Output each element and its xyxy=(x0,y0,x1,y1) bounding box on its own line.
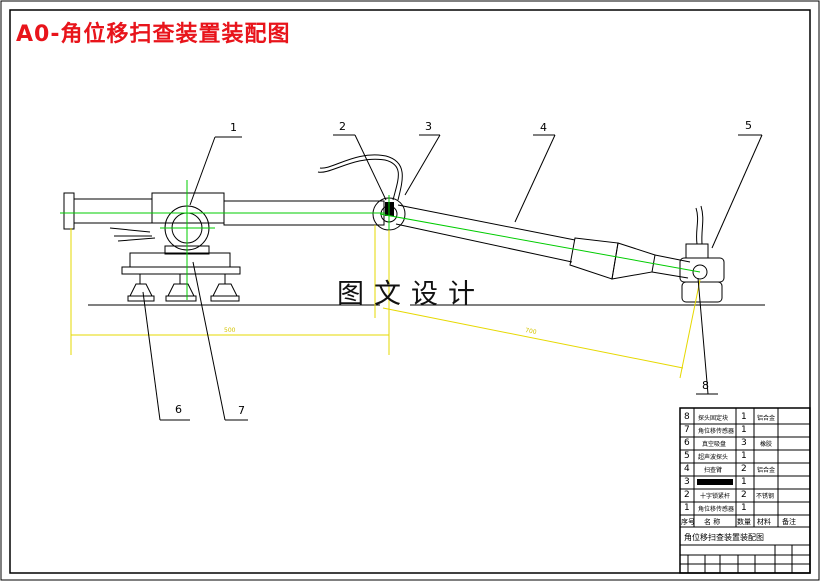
scan-arm xyxy=(395,204,691,280)
center-lines xyxy=(60,180,701,300)
bom-row-2-qty: 2 xyxy=(741,490,747,500)
bom-row-6-qty: 3 xyxy=(741,438,747,448)
bom-row-6-no: 6 xyxy=(684,438,690,448)
bom-row-8-no: 8 xyxy=(684,412,690,422)
bom-header-material: 材料 xyxy=(757,518,771,526)
dimension-lines xyxy=(70,225,701,379)
hinge-joint xyxy=(317,154,406,231)
bom-header-remark: 备注 xyxy=(782,518,796,526)
drawing-title: A0-角位移扫查装置装配图 xyxy=(16,22,291,47)
bom-row-8-name: 探头固定块 xyxy=(698,415,729,422)
bom-row-1-no: 1 xyxy=(684,503,690,513)
watermark-text: 图文设计 xyxy=(337,279,485,310)
part-label-3: 3 xyxy=(425,120,432,133)
part-label-5: 5 xyxy=(745,119,752,132)
bom-row-3-qty: 1 xyxy=(741,477,747,487)
bom-row-7-qty: 1 xyxy=(741,425,747,435)
bom-header-no: 序号 xyxy=(681,518,695,526)
bom-row-5-name: 超声波探头 xyxy=(698,454,729,461)
horizontal-arm xyxy=(63,192,385,242)
leader-lines xyxy=(142,134,763,421)
bom-header-qty: 数量 xyxy=(737,518,751,526)
bom-row-1-qty: 1 xyxy=(741,503,747,513)
bom-row-7-no: 7 xyxy=(684,425,690,435)
bom-row-4-no: 4 xyxy=(684,464,690,474)
part-label-2: 2 xyxy=(339,120,346,133)
bom-row-4-material: 铝合金 xyxy=(757,467,776,474)
part-label-7: 7 xyxy=(238,404,245,417)
bom-row-4-name: 扫查臂 xyxy=(704,467,723,474)
bom-row-6-material: 橡胶 xyxy=(760,441,773,448)
bom-row-8-qty: 1 xyxy=(741,412,747,422)
part-label-6: 6 xyxy=(175,403,182,416)
part-label-8: 8 xyxy=(702,379,709,392)
bom-row-6-name: 真空吸盘 xyxy=(702,441,727,448)
bom-row-3-no: 3 xyxy=(684,477,690,487)
bom-row-8-material: 铝合金 xyxy=(757,415,776,422)
bom-row-5-qty: 1 xyxy=(741,451,747,461)
bom-drawing-title: 角位移扫查装置装配图 xyxy=(684,533,764,542)
bom-row-2-no: 2 xyxy=(684,490,690,500)
inner-border xyxy=(9,9,811,574)
bom-grid xyxy=(679,407,811,574)
bom-row-5-no: 5 xyxy=(684,451,690,461)
bom-header-name: 名 称 xyxy=(704,518,721,526)
bom-row-1-name: 角位移传感器 xyxy=(698,506,735,513)
bom-row-4-qty: 2 xyxy=(741,464,747,474)
probe-assembly xyxy=(679,205,725,303)
part-label-4: 4 xyxy=(540,121,547,134)
bom-blank-name-bar xyxy=(697,479,733,485)
suction-base xyxy=(121,252,241,302)
part-label-1: 1 xyxy=(230,121,237,134)
bom-row-2-name: 十字锁紧杆 xyxy=(700,493,731,500)
bom-row-2-material: 不锈钢 xyxy=(756,493,775,500)
dimension-label-left: 500 xyxy=(224,327,236,334)
bom-row-7-name: 角位移传感器 xyxy=(698,428,735,435)
